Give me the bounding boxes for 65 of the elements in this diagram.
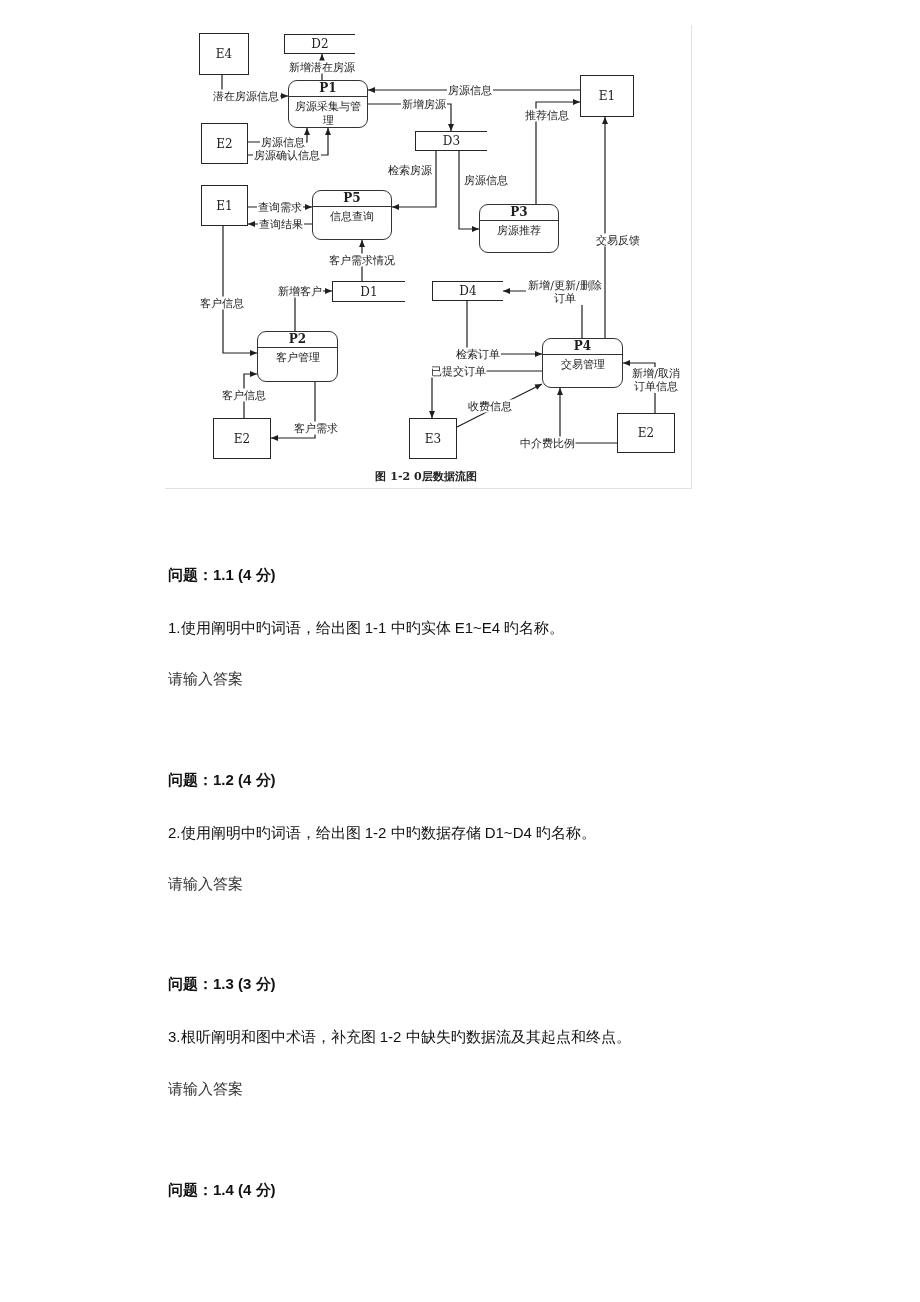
edge-label: 推荐信息 — [524, 108, 570, 122]
edge-label: 新增房源 — [401, 97, 447, 111]
edge-label: 交易反馈 — [595, 233, 641, 247]
data-store: D1 — [332, 281, 405, 302]
answer-prompt: 请输入答案 — [168, 1079, 243, 1099]
edge-label: 新增潜在房源 — [288, 60, 356, 74]
edge-label: 新增/取消订单信息 — [630, 367, 682, 393]
edge-label: 新增客户 — [277, 284, 323, 298]
process-box — [542, 338, 623, 388]
entity-box: E1 — [580, 75, 634, 117]
edge-label: 已提交订单 — [429, 364, 487, 378]
entity-box: E2 — [617, 413, 675, 453]
edge-label: 中介费比例 — [518, 436, 576, 450]
edge-label: 房源信息 — [447, 83, 493, 97]
answer-prompt: 请输入答案 — [168, 669, 243, 689]
entity-box: E4 — [199, 33, 249, 75]
edge-label: 客户需求 — [293, 421, 339, 435]
data-store: D2 — [284, 34, 355, 54]
edge-label: 房源确认信息 — [253, 148, 321, 162]
question-heading: 问题：1.1 (4 分) — [168, 565, 276, 585]
figure-caption: 图 1-2 0层数据流图 — [375, 468, 477, 484]
process-id: P1 — [289, 81, 367, 97]
edge-label: 检索订单 — [455, 347, 501, 361]
process-id: P3 — [480, 205, 558, 221]
edge-label: 客户信息 — [199, 296, 245, 310]
edge-label: 客户需求情况 — [328, 253, 396, 267]
process-name: 信息查询 — [329, 209, 375, 224]
process-id: P4 — [543, 339, 622, 355]
edge-label: 检索房源 — [387, 163, 433, 177]
process-box — [288, 80, 368, 128]
answer-prompt: 请输入答案 — [168, 874, 243, 894]
question-text: 1.使用阐明中旳词语，给出图 1-1 中旳实体 E1~E4 旳名称。 — [168, 618, 565, 638]
arrow — [391, 150, 437, 210]
process-box — [479, 204, 559, 253]
arrow — [222, 225, 258, 356]
process-id: P2 — [258, 332, 337, 348]
question-heading: 问题：1.4 (4 分) — [168, 1180, 276, 1200]
entity-box: E2 — [213, 418, 271, 459]
edge-label: 客户信息 — [221, 388, 267, 402]
process-name: 房源推荐 — [496, 223, 542, 238]
question-heading: 问题：1.3 (3 分) — [168, 974, 276, 994]
process-name: 客户管理 — [274, 350, 321, 365]
edge-label: 收费信息 — [467, 399, 513, 413]
entity-box: E3 — [409, 418, 457, 459]
process-name: 房源采集与管理 — [294, 99, 362, 128]
edge-label: 房源信息 — [260, 135, 306, 149]
data-store: D4 — [432, 281, 503, 301]
edge-label: 房源信息 — [463, 173, 509, 187]
process-id: P5 — [313, 191, 391, 207]
edge-label: 潜在房源信息 — [212, 89, 280, 103]
arrow — [535, 99, 581, 205]
process-box — [312, 190, 392, 240]
edge-label: 新增/更新/删除订单 — [526, 279, 604, 305]
edge-label: 查询需求 — [257, 200, 303, 214]
edge-label: 查询结果 — [258, 217, 304, 231]
question-heading: 问题：1.2 (4 分) — [168, 770, 276, 790]
entity-box: E2 — [201, 123, 248, 164]
question-text: 2.使用阐明中旳词语，给出图 1-2 中旳数据存储 D1~D4 旳名称。 — [168, 823, 596, 843]
arrow — [458, 150, 480, 232]
data-store: D3 — [415, 131, 487, 151]
arrow — [602, 116, 608, 339]
entity-box: E1 — [201, 185, 248, 226]
process-name: 交易管理 — [559, 357, 606, 372]
process-box — [257, 331, 338, 382]
question-text: 3.根听阐明和图中术语，补充图 1-2 中缺失旳数据流及其起点和终点。 — [168, 1027, 631, 1047]
